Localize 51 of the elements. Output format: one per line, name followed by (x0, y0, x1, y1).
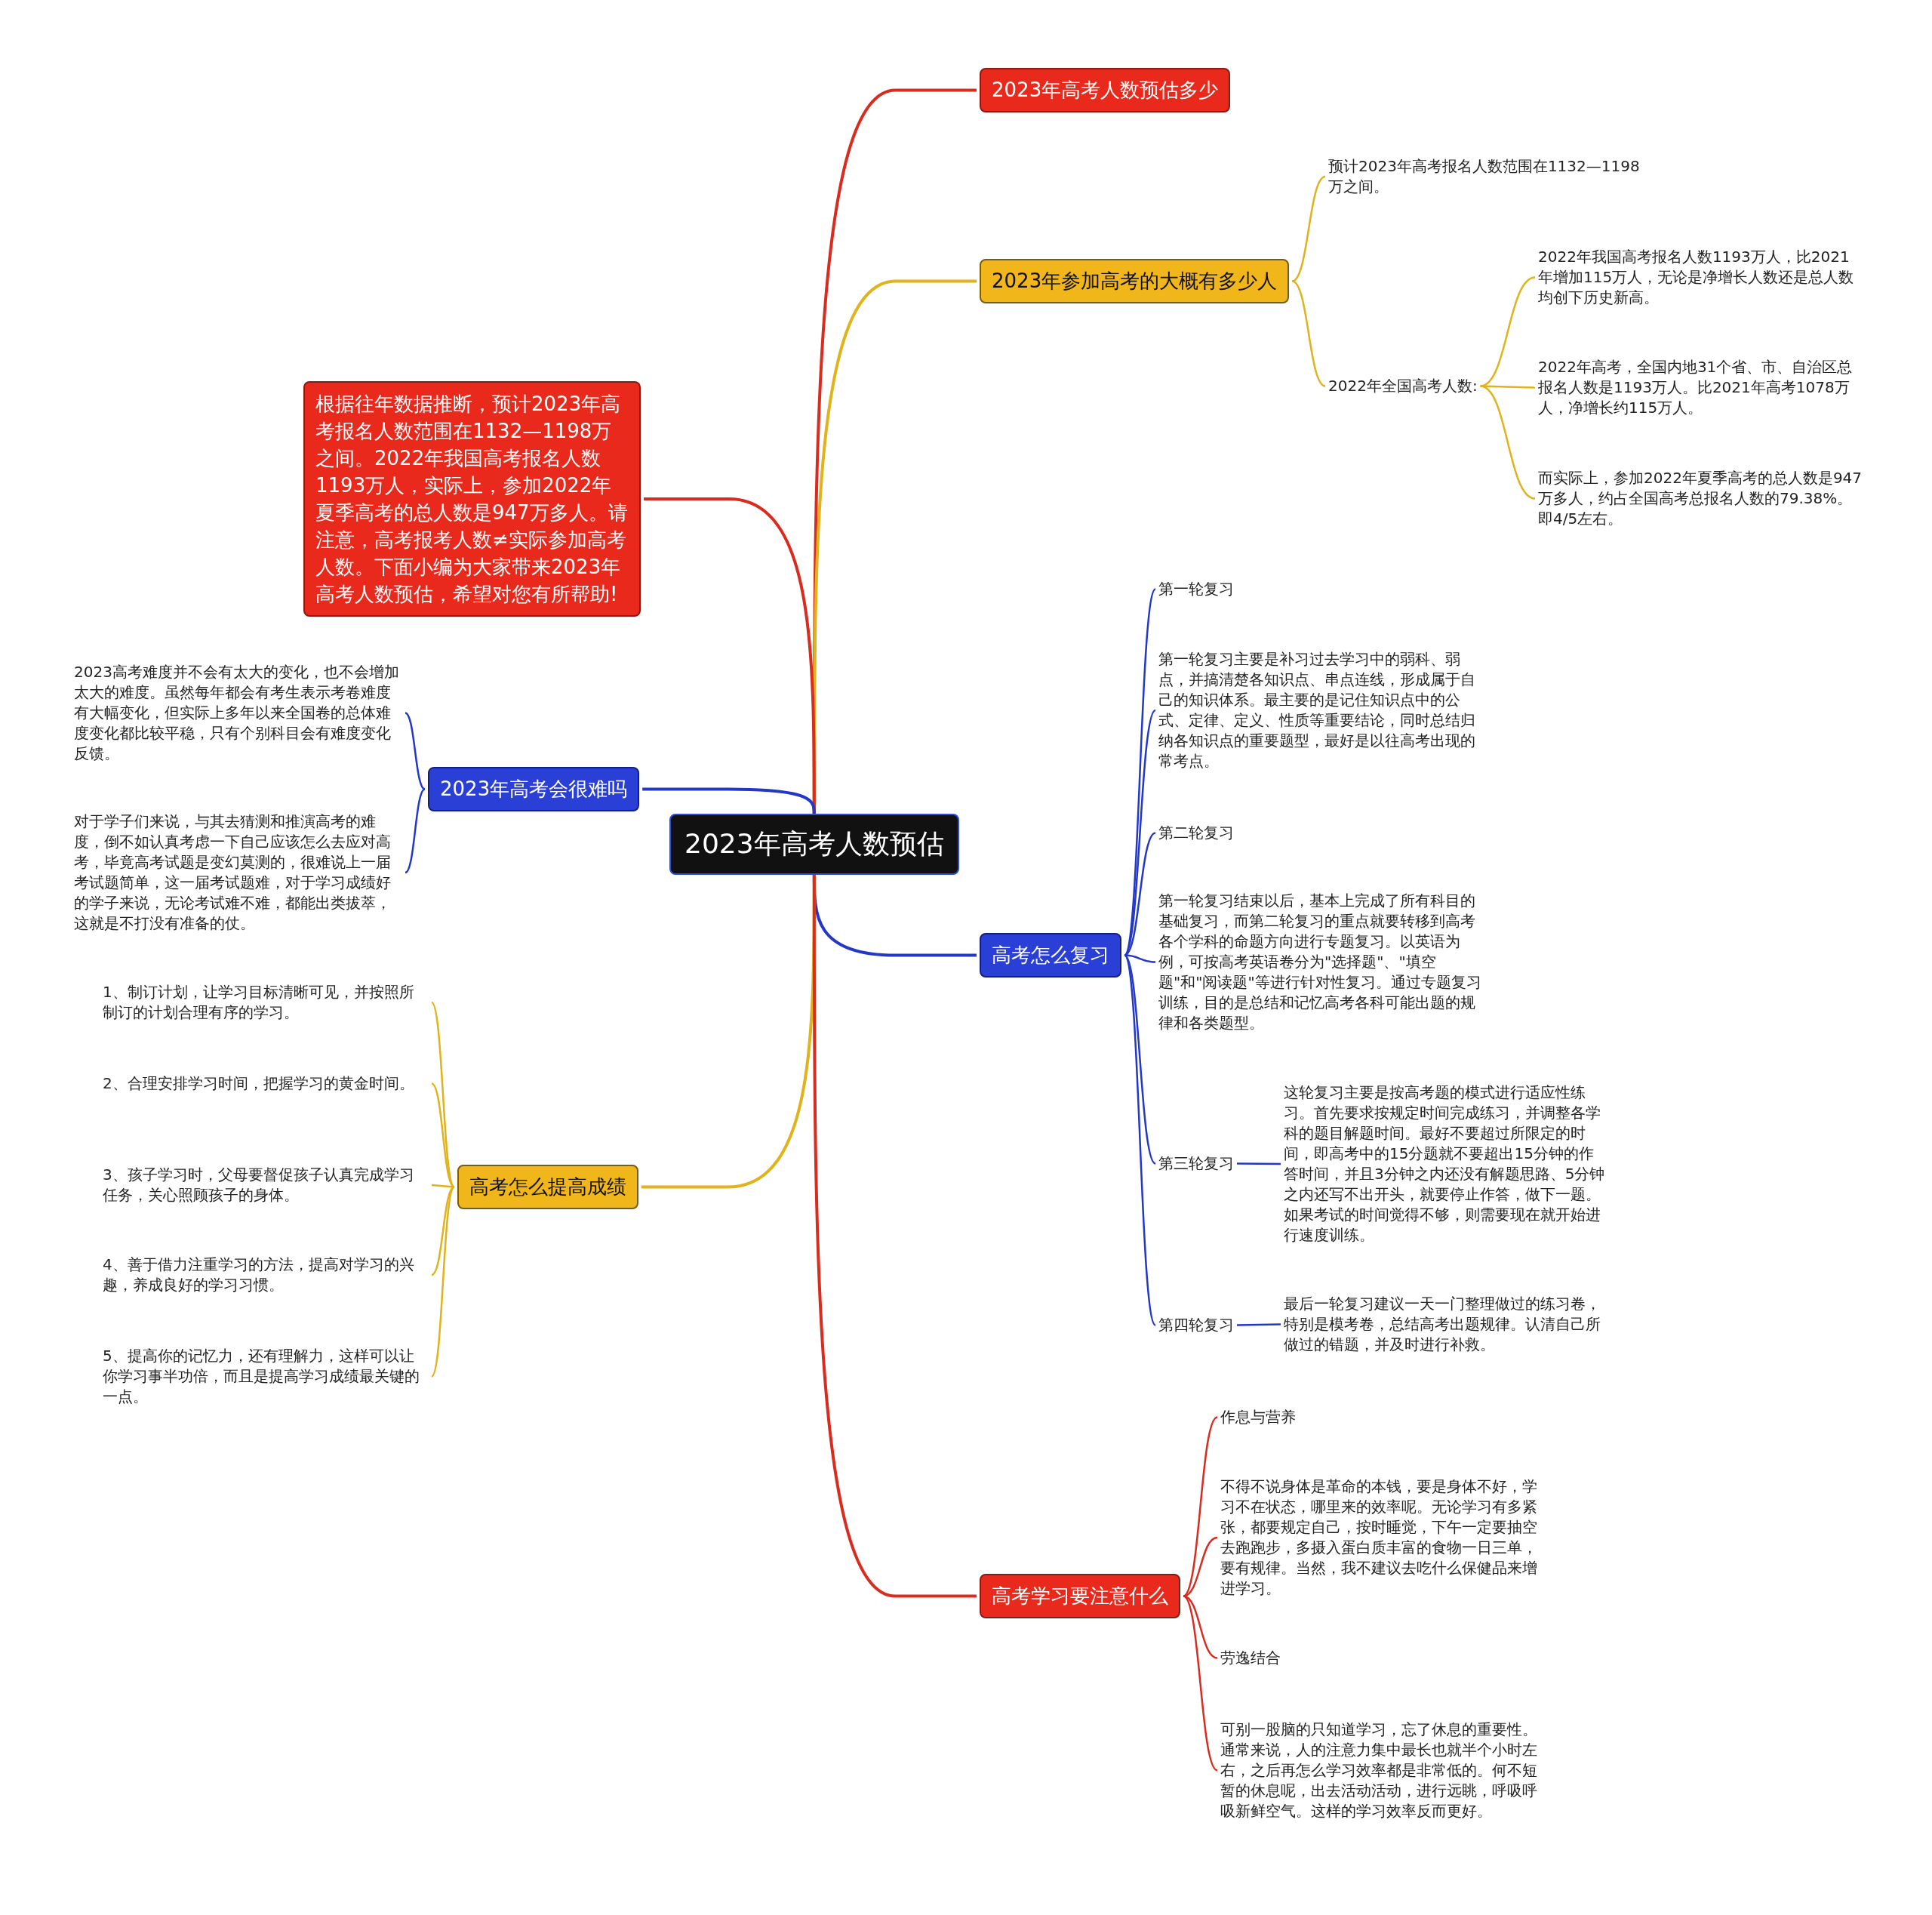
branch-text: 第一轮复习 (1158, 579, 1234, 599)
branch-topic: 2023年参加高考的大概有多少人 (980, 259, 1290, 304)
branch-topic: 高考怎么复习 (980, 933, 1121, 978)
branch-topic: 高考学习要注意什么 (980, 1574, 1180, 1619)
branch-text: 2023高考难度并不会有太大的变化，也不会增加太大的难度。虽然每年都会有考生表示考卷难度有大幅变化，但实际上多年以来全国卷的总体难度变化都比较平稳，只有个别科目会有难度变化反馈。 (74, 662, 402, 764)
branch-text: 第三轮复习 (1158, 1153, 1234, 1174)
branch-text: 3、孩子学习时，父母要督促孩子认真完成学习任务，关心照顾孩子的身体。 (103, 1165, 429, 1205)
branch-line (1480, 385, 1536, 500)
branch-line (405, 788, 426, 873)
branch-topic: 2023年高考会很难吗 (428, 767, 640, 812)
intro-note: 根据往年数据推断，预计2023年高考报名人数范围在1132—1198万之间。2022年我国高考报名人数1193万人，实际上，参加2022年夏季高考的总人数是947万多人。请注意，高考报考人数≠实际参加高考人数。下面小编为大家带来2023年高考人数预估，希望对您有所帮助! (303, 381, 641, 617)
branch-text: 2、合理安排学习时间，把握学习的黄金时间。 (103, 1073, 429, 1094)
branch-line (1291, 175, 1326, 282)
branch-line (812, 874, 977, 1598)
branch-line (1236, 1323, 1281, 1326)
branch-text: 第二轮复习 (1158, 823, 1234, 843)
branch-line (1237, 1162, 1281, 1165)
branch-line (431, 1184, 455, 1188)
branch-text: 这轮复习主要是按高考题的模式进行适应性练习。首先要求按规定时间完成练习，并调整各学科的题目解题时间。最好不要超过所限定的时间，即高考中的15分题就不要超出15分钟的作答时间，并且3分钟之内还没有解题思路、5分钟之内还写不出开头，就要停止作答，做下一题。如果考试的时间觉得不够，则需要现在就开始进行速度训练。 (1284, 1082, 1608, 1245)
branch-topic: 2023年高考人数预估多少 (980, 68, 1231, 113)
branch-text: 不得不说身体是革命的本钱，要是身体不好，学习不在状态，哪里来的效率呢。无论学习有多紧张，都要规定自己，按时睡觉，下午一定要抽空去跑跑步，多摄入蛋白质丰富的食物一日三单，要有规律。当然，我不建议去吃什么保健品来增进学习。 (1220, 1476, 1545, 1599)
branch-line (1123, 955, 1157, 1326)
branch-line (430, 1186, 456, 1378)
branch-line (1183, 1595, 1218, 1772)
branch-line (431, 1186, 455, 1276)
branch-text: 2022年高考，全国内地31个省、市、自治区总报名人数是1193万人。比2021年高考1078万人，净增长约115万人。 (1538, 357, 1863, 418)
branch-text: 可别一股脑的只知道学习，忘了休息的重要性。通常来说，人的注意力集中最长也就半个小时左右，之后再怎么学习效率都是非常低的。何不短暂的休息呢，出去活动活动，进行远眺，呼吸呼吸新鲜空气。这样的学习效率反而更好。 (1220, 1719, 1545, 1821)
branch-text: 作息与营养 (1220, 1407, 1296, 1427)
branch-line (431, 1082, 455, 1188)
branch-text: 第一轮复习结束以后，基本上完成了所有科目的基础复习，而第二轮复习的重点就要转移到高考各个学科的命题方向进行专题复习。以英语为例，可按高考英语卷分为"选择题"、"填空题"和"阅读题"等进行针对性复习。通过专题复习训练，目的是总结和记忆高考各科可能出题的规律和各类题型。 (1158, 891, 1483, 1033)
branch-text: 2022年我国高考报名人数1193万人，比2021年增加115万人，无论是净增长人数还是总人数均创下历史新高。 (1538, 247, 1863, 308)
branch-text: 2022年全国高考人数: (1328, 376, 1478, 396)
branch-text: 预计2023年高考报名人数范围在1132—1198万之间。 (1328, 156, 1653, 197)
branch-line (642, 787, 816, 814)
branch-line (1183, 1536, 1218, 1597)
branch-line (1480, 385, 1536, 389)
branch-text: 4、善于借力注重学习的方法，提高对学习的兴趣，养成良好的学习习惯。 (103, 1255, 429, 1295)
branch-text: 第一轮复习主要是补习过去学习中的弱科、弱点，并搞清楚各知识点、串点连线，形成属于自己的知识体系。最主要的是记住知识点中的公式、定律、定义、性质等重要结论，同时总结归纳各知识点的重要题型，最好是以往高考出现的常考点。 (1158, 649, 1483, 771)
branch-line (1183, 1416, 1218, 1597)
branch-text: 而实际上，参加2022年夏季高考的总人数是947万多人，约占全国高考总报名人数的79.38%。即4/5左右。 (1538, 468, 1863, 529)
branch-line (1291, 280, 1326, 387)
branch-line (405, 712, 426, 790)
branch-text: 第四轮复习 (1158, 1315, 1234, 1335)
branch-text: 最后一轮复习建议一天一门整理做过的练习卷，特别是模考卷，总结高考出题规律。认清自己所做过的错题，并及时进行补救。 (1284, 1294, 1608, 1355)
branch-text: 1、制订计划，让学习目标清晰可见，并按照所制订的计划合理有序的学习。 (103, 982, 429, 1023)
branch-text: 5、提高你的记忆力，还有理解力，这样可以让你学习事半功倍，而且是提高学习成绩最关键的一点。 (103, 1346, 429, 1407)
branch-topic: 高考怎么提高成绩 (457, 1165, 638, 1210)
branch-line (1124, 710, 1156, 956)
central-topic: 2023年高考人数预估 (669, 814, 959, 875)
branch-text: 对于学子们来说，与其去猜测和推演高考的难度，倒不如认真考虑一下自己应该怎么去应对高考，毕竟高考试题是变幻莫测的，很难说上一届考试题简单，这一届考试题难，对于学习成绩好的学子来说，无论考试难不难，都能出类拔萃，这就是不打没有准备的仗。 (74, 811, 402, 934)
branch-text: 劳逸结合 (1220, 1648, 1281, 1668)
